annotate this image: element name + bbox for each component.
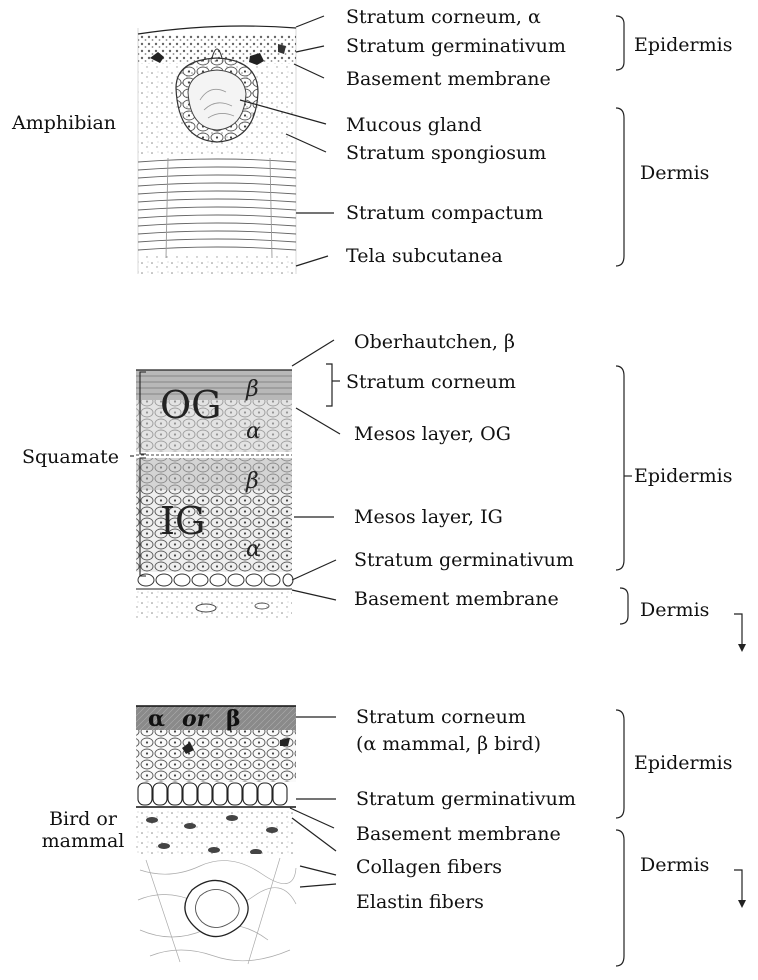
label-tela-subcutanea: Tela subcutanea <box>346 245 503 267</box>
label-basement-membrane: Basement membrane <box>354 588 559 610</box>
label-mesos-layer-og: Mesos layer, OG <box>354 423 511 445</box>
label-stratum-corneum-alpha: Stratum corneum, α <box>346 6 541 28</box>
alpha-inner-label: α <box>246 537 261 562</box>
alpha-corneum-label: α <box>148 706 165 732</box>
organism-line-2: mammal <box>38 830 128 852</box>
bird-mammal-inset-labels: α or β <box>148 706 241 732</box>
bird-mammal-leader-lines <box>290 717 336 887</box>
label-corneum-note: (α mammal, β bird) <box>356 733 541 755</box>
label-basement-membrane: Basement membrane <box>346 68 551 90</box>
squamate-dermis-brace <box>620 588 628 624</box>
organism-squamate: Squamate <box>22 446 119 468</box>
group-dermis: Dermis <box>640 599 709 621</box>
bird-mammal-epidermis-brace <box>616 710 624 818</box>
group-dermis: Dermis <box>640 162 709 184</box>
label-oberhautchen-beta: Oberhautchen, β <box>354 331 515 353</box>
group-epidermis: Epidermis <box>634 752 732 774</box>
group-epidermis: Epidermis <box>634 34 732 56</box>
amphibian-epidermis-brace <box>616 16 624 70</box>
alpha-outer-label: α <box>246 419 261 444</box>
amphibian-dermis-brace <box>616 108 624 266</box>
label-mucous-gland: Mucous gland <box>346 114 482 136</box>
label-stratum-germinativum: Stratum germinativum <box>356 788 576 810</box>
label-mesos-layer-ig: Mesos layer, IG <box>354 506 503 528</box>
label-stratum-spongiosum: Stratum spongiosum <box>346 142 546 164</box>
bird-mammal-tissue-drawing <box>136 706 296 964</box>
label-collagen-fibers: Collagen fibers <box>356 856 502 878</box>
label-basement-membrane: Basement membrane <box>356 823 561 845</box>
label-stratum-corneum: Stratum corneum <box>356 706 526 728</box>
label-stratum-germinativum: Stratum germinativum <box>354 549 574 571</box>
organism-amphibian: Amphibian <box>12 112 116 134</box>
organism-bird-or-mammal: Bird or mammal <box>38 808 128 852</box>
ig-label: IG <box>160 499 205 543</box>
or-label: or <box>182 706 210 732</box>
beta-outer-label: β <box>245 377 259 402</box>
group-dermis: Dermis <box>640 854 709 876</box>
label-stratum-corneum: Stratum corneum <box>346 371 516 393</box>
og-label: OG <box>160 383 222 427</box>
squamate-dermis-arrow <box>734 614 742 646</box>
label-elastin-fibers: Elastin fibers <box>356 891 484 913</box>
squamate-epidermis-brace <box>616 366 624 570</box>
label-stratum-germinativum: Stratum germinativum <box>346 35 566 57</box>
beta-corneum-label: β <box>226 706 241 732</box>
beta-inner-label: β <box>245 469 259 494</box>
organism-line-1: Bird or <box>38 808 128 830</box>
squamate-leader-lines <box>292 340 340 600</box>
group-epidermis: Epidermis <box>634 465 732 487</box>
bird-mammal-dermis-brace <box>616 830 624 966</box>
label-stratum-compactum: Stratum compactum <box>346 202 543 224</box>
bird-mammal-dermis-arrow <box>734 870 742 902</box>
amphibian-tissue-drawing <box>138 26 296 274</box>
